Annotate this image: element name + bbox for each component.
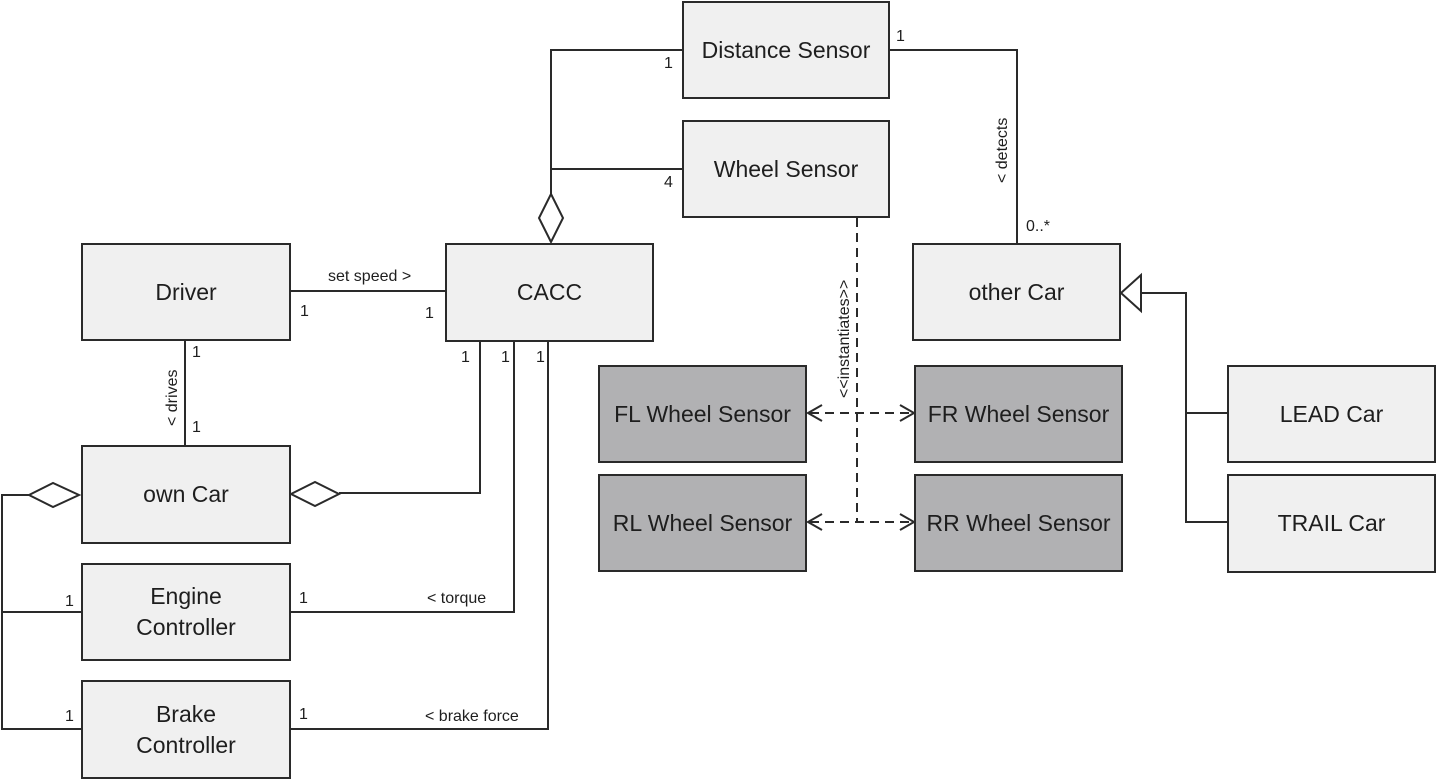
association-torque — [290, 342, 515, 613]
aggregation-diamond-own-car-left — [26, 481, 82, 509]
aggregation-diamond-cacc-top — [537, 191, 565, 245]
mult-cacc-bottom-2: 1 — [501, 349, 510, 366]
mult-engine-right: 1 — [299, 590, 308, 607]
instance-fr-wheel-sensor[interactable]: FR Wheel Sensor — [914, 365, 1123, 463]
association-detects — [889, 49, 1018, 243]
arrowhead-rl — [805, 513, 823, 531]
instance-rr-wheel-sensor-label: RR Wheel Sensor — [926, 509, 1111, 536]
instance-rr-wheel-sensor[interactable]: RR Wheel Sensor — [914, 474, 1123, 572]
class-engine-controller-line2: Controller — [136, 614, 236, 640]
class-wheel-sensor[interactable]: Wheel Sensor — [682, 120, 890, 218]
label-instantiates: <<instantiates>> — [836, 279, 853, 398]
class-driver[interactable]: Driver — [81, 243, 291, 341]
class-trail-car[interactable]: TRAIL Car — [1227, 474, 1436, 573]
mult-cacc-bottom-3: 1 — [536, 349, 545, 366]
class-brake-controller-line1: Brake — [155, 700, 217, 727]
mult-distance-sensor-left: 1 — [664, 55, 673, 72]
class-engine-controller-line1: Engine — [150, 583, 222, 609]
association-distance-sensor-cacc — [550, 49, 683, 210]
class-own-car-label: own Car — [143, 481, 229, 507]
association-own-car-controllers — [1, 494, 81, 730]
arrowhead-fl — [805, 404, 823, 422]
instance-rl-wheel-sensor[interactable]: RL Wheel Sensor — [598, 474, 807, 572]
mult-driver-bottom: 1 — [192, 344, 201, 361]
mult-cacc-left: 1 — [425, 305, 434, 322]
generalization-triangle — [1119, 272, 1142, 314]
mult-brake-left: 1 — [65, 708, 74, 725]
class-distance-sensor-label: Distance Sensor — [701, 36, 871, 63]
class-distance-sensor[interactable]: Distance Sensor — [682, 1, 890, 99]
generalization-lines — [1141, 292, 1228, 523]
class-other-car[interactable]: other Car — [912, 243, 1121, 341]
class-trail-car-label: TRAIL Car — [1277, 510, 1386, 536]
class-lead-car-label: LEAD Car — [1279, 400, 1384, 427]
mult-distance-sensor-right: 1 — [896, 28, 905, 45]
class-brake-controller-line2: Controller — [136, 731, 236, 758]
mult-cacc-bottom-1: 1 — [461, 349, 470, 366]
association-brake-force — [290, 342, 549, 730]
label-brake-force: < brake force — [425, 708, 519, 725]
instance-fl-wheel-sensor[interactable]: FL Wheel Sensor — [598, 365, 807, 463]
class-own-car[interactable]: own Car — [81, 445, 291, 544]
mult-wheel-sensor-left: 4 — [664, 174, 673, 191]
class-lead-car[interactable]: LEAD Car — [1227, 365, 1436, 463]
instance-rl-wheel-sensor-label: RL Wheel Sensor — [612, 509, 793, 536]
class-wheel-sensor-label: Wheel Sensor — [713, 155, 859, 182]
label-torque: < torque — [427, 590, 487, 607]
mult-engine-left: 1 — [65, 593, 74, 610]
class-driver-label: Driver — [155, 278, 217, 305]
association-cacc-own-car — [339, 342, 481, 494]
aggregation-diamond-own-car-right — [288, 480, 342, 508]
label-detects: < detects — [994, 117, 1011, 183]
class-other-car-label: other Car — [968, 278, 1065, 305]
class-cacc-label: CACC — [516, 279, 583, 305]
instance-fr-wheel-sensor-label: FR Wheel Sensor — [927, 400, 1110, 427]
label-drives: < drives — [164, 369, 181, 426]
class-cacc[interactable]: CACC — [445, 243, 654, 342]
instance-fl-wheel-sensor-label: FL Wheel Sensor — [614, 400, 791, 427]
mult-own-car-top: 1 — [192, 419, 201, 436]
label-set-speed: set speed > — [328, 268, 412, 285]
mult-driver-right: 1 — [300, 303, 309, 320]
mult-brake-right: 1 — [299, 706, 308, 723]
mult-other-car-top: 0..* — [1026, 218, 1051, 235]
